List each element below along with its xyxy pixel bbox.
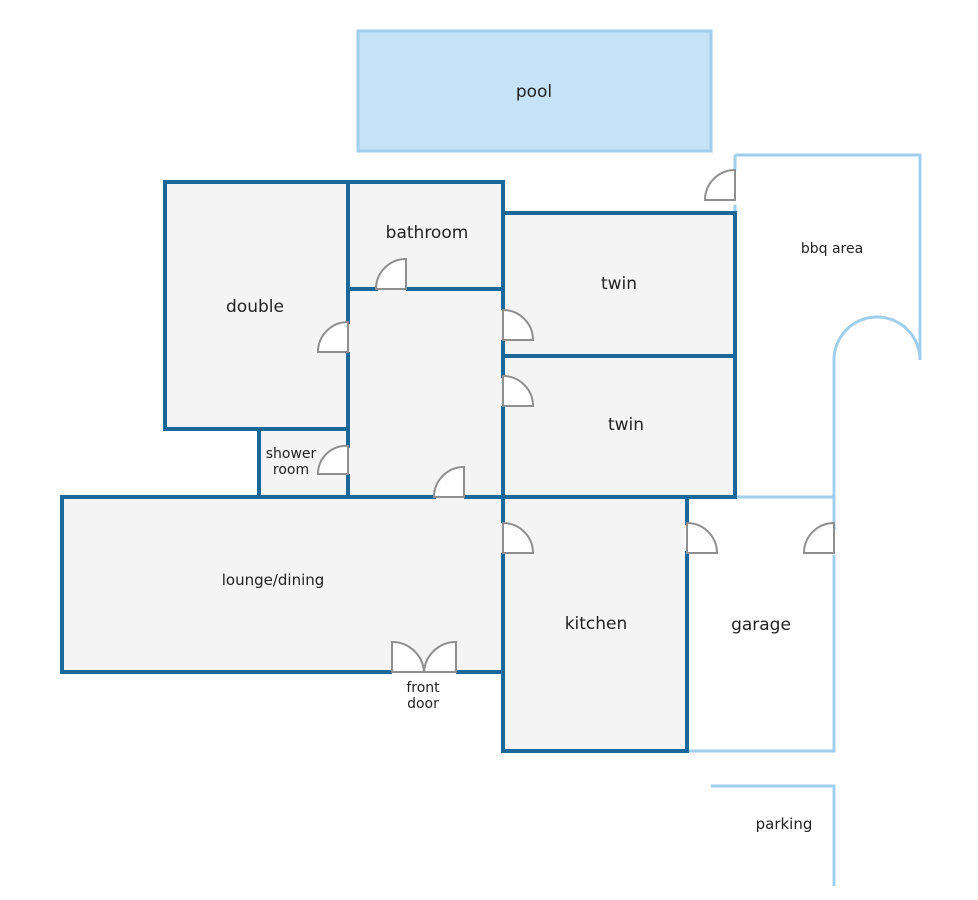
label-double: double [226, 297, 284, 317]
label-garage: garage [731, 615, 791, 635]
label-front-door-line2: door [407, 696, 439, 712]
door-bbq [703, 168, 736, 201]
hallway [346, 287, 505, 499]
door-twin-upper [502, 308, 535, 341]
front-door-right-leaf [422, 640, 457, 673]
parking-outline [711, 784, 836, 886]
door-garage-outer [802, 521, 835, 554]
label-pool: pool [516, 82, 552, 102]
door-twin-lower [502, 374, 535, 407]
twin-bedroom-lower [501, 354, 737, 499]
label-twin-upper: twin [601, 274, 637, 294]
door-hall-lounge [432, 465, 465, 498]
label-bbq-area: bbq area [801, 241, 863, 257]
bbq-area-outline [733, 153, 922, 530]
lounge-dining-room [60, 495, 505, 674]
door-double [316, 320, 349, 353]
door-shower-room [316, 444, 349, 475]
door-kitchen [502, 521, 535, 554]
label-front-door-line1: front [406, 680, 440, 696]
label-shower-room-line2: room [273, 462, 309, 478]
kitchen [501, 495, 689, 753]
label-shower-room-line1: shower [266, 446, 317, 462]
label-bathroom: bathroom [386, 223, 469, 243]
double-bedroom [163, 180, 350, 431]
pool-area [356, 29, 713, 153]
label-twin-lower: twin [608, 415, 644, 435]
label-kitchen: kitchen [565, 614, 628, 634]
bathroom [346, 180, 505, 291]
label-parking: parking [756, 815, 813, 833]
door-swings [316, 168, 835, 673]
door-bathroom [374, 257, 407, 290]
label-lounge-dining: lounge/dining [222, 571, 325, 589]
door-garage-inner [686, 521, 719, 554]
twin-bedroom-upper [501, 211, 737, 358]
